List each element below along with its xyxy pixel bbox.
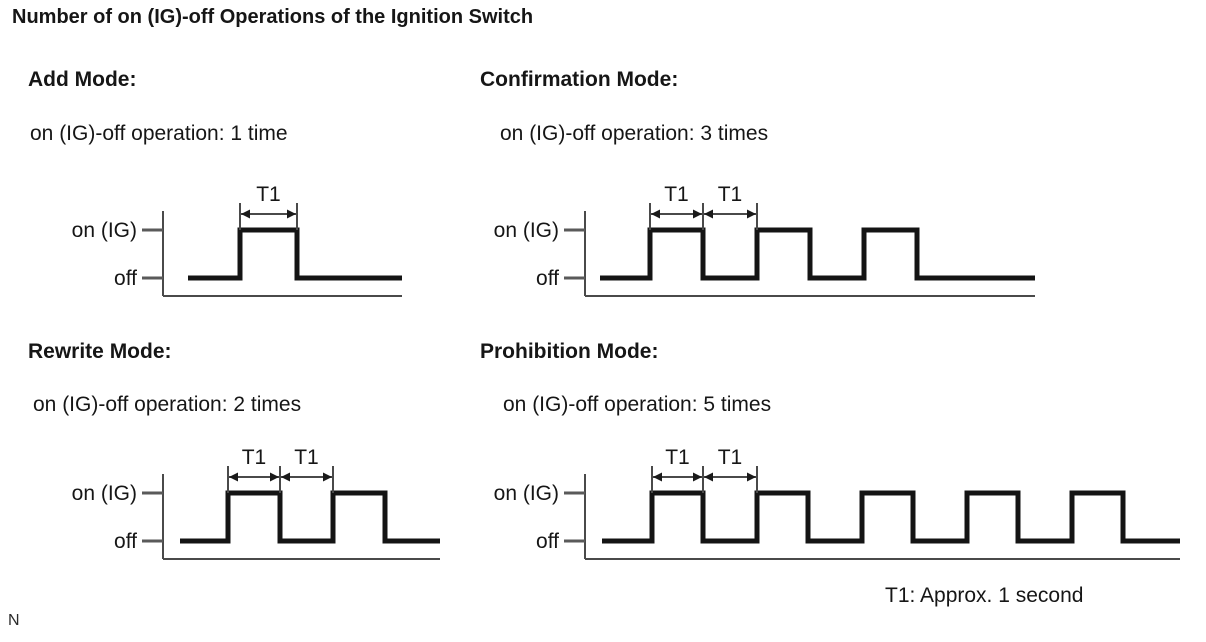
rewrite-mode-operation-text: on (IG)-off operation: 2 times xyxy=(33,393,302,416)
t1-duration-label: T1 xyxy=(664,183,689,206)
prohibition-mode-operation-text: on (IG)-off operation: 5 times xyxy=(503,393,772,416)
left-arrowhead-icon xyxy=(229,472,238,482)
t1-duration-label: T1 xyxy=(718,446,743,469)
left-arrowhead-icon xyxy=(653,472,662,482)
on-ig-axis-label: on (IG) xyxy=(72,482,137,505)
left-arrowhead-icon xyxy=(704,472,713,482)
ignition-square-wave-trace xyxy=(188,227,402,281)
rewrite-mode-heading: Rewrite Mode: xyxy=(28,340,172,363)
page-title: Number of on (IG)-off Operations of the … xyxy=(12,6,534,28)
right-arrowhead-icon xyxy=(693,472,702,482)
left-arrowhead-icon xyxy=(281,472,290,482)
right-arrowhead-icon xyxy=(747,472,756,482)
right-arrowhead-icon xyxy=(323,472,332,482)
ignition-square-wave-trace xyxy=(180,490,440,544)
t1-footnote: T1: Approx. 1 second xyxy=(885,584,1084,607)
on-ig-axis-label: on (IG) xyxy=(494,482,559,505)
off-axis-label: off xyxy=(536,530,559,553)
left-arrowhead-icon xyxy=(704,209,713,219)
page-marker: N xyxy=(8,612,20,629)
off-axis-label: off xyxy=(114,530,137,553)
ignition-square-wave-trace xyxy=(600,227,1035,281)
right-arrowhead-icon xyxy=(270,472,279,482)
t1-duration-label: T1 xyxy=(294,446,319,469)
prohibition-mode-waveform-diagram: on (IG) off T1 T1 xyxy=(494,446,1180,560)
add-mode-waveform-diagram: on (IG) off T1 xyxy=(72,183,402,297)
confirmation-mode-operation-text: on (IG)-off operation: 3 times xyxy=(500,122,769,145)
on-ig-axis-label: on (IG) xyxy=(72,219,137,242)
t1-duration-label: T1 xyxy=(718,183,743,206)
ignition-square-wave-trace xyxy=(602,490,1180,544)
left-arrowhead-icon xyxy=(241,209,250,219)
t1-duration-label: T1 xyxy=(665,446,690,469)
right-arrowhead-icon xyxy=(287,209,296,219)
confirmation-mode-heading: Confirmation Mode: xyxy=(480,68,679,91)
off-axis-label: off xyxy=(536,267,559,290)
add-mode-heading: Add Mode: xyxy=(28,68,137,91)
rewrite-mode-waveform-diagram: on (IG) off T1 T1 xyxy=(72,446,440,560)
t1-duration-label: T1 xyxy=(242,446,267,469)
t1-duration-label: T1 xyxy=(256,183,281,206)
right-arrowhead-icon xyxy=(747,209,756,219)
on-ig-axis-label: on (IG) xyxy=(494,219,559,242)
right-arrowhead-icon xyxy=(693,209,702,219)
left-arrowhead-icon xyxy=(651,209,660,219)
prohibition-mode-heading: Prohibition Mode: xyxy=(480,340,659,363)
add-mode-operation-text: on (IG)-off operation: 1 time xyxy=(30,122,288,145)
confirmation-mode-waveform-diagram: on (IG) off T1 T1 xyxy=(494,183,1035,297)
off-axis-label: off xyxy=(114,267,137,290)
